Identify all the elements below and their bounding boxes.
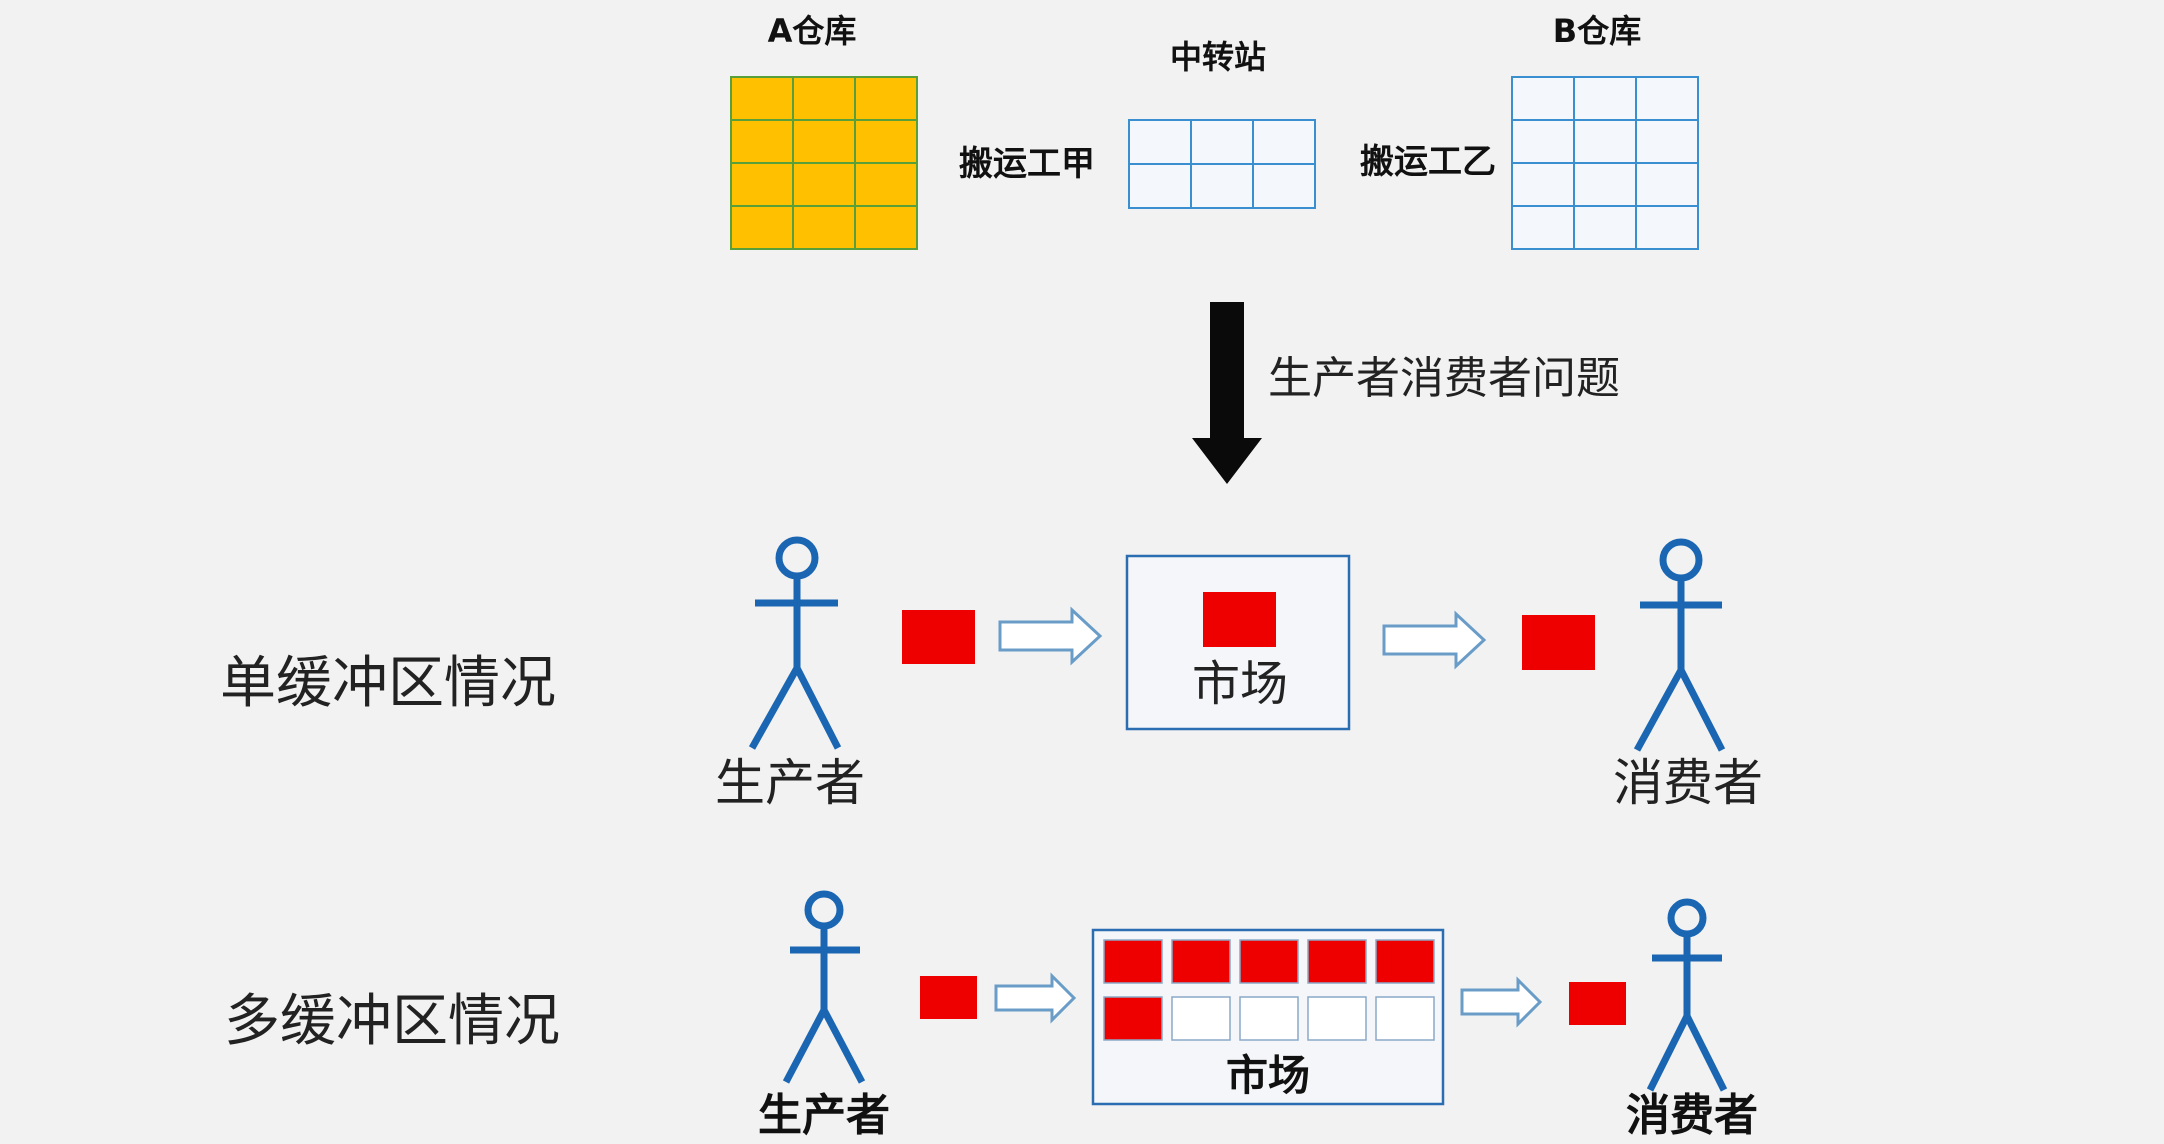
warehouse-a-cell xyxy=(792,76,856,121)
warehouse-a-cell xyxy=(792,119,856,164)
transfer-station-grid xyxy=(1128,119,1316,209)
multi-arrow-to-consumer-icon xyxy=(1460,976,1543,1028)
single-item-consumed xyxy=(1522,615,1595,670)
single-producer-label: 生产者 xyxy=(715,754,865,812)
warehouse-b-label: B仓库 xyxy=(1553,12,1641,50)
warehouse-b-cell xyxy=(1511,205,1575,250)
multi-producer-person-icon xyxy=(782,890,866,1084)
transfer-station-cell xyxy=(1190,163,1254,209)
warehouse-a-cell xyxy=(730,76,794,121)
down-arrow-icon xyxy=(1192,302,1262,484)
single-buffer-title: 单缓冲区情况 xyxy=(220,651,556,716)
producer-person-icon xyxy=(748,536,842,750)
buffer-slot-filled xyxy=(1103,996,1163,1041)
warehouse-a-cell xyxy=(792,162,856,207)
warehouse-b-cell xyxy=(1573,76,1637,121)
warehouse-b-grid xyxy=(1511,76,1699,250)
transfer-station-cell xyxy=(1128,119,1192,165)
single-consumer-label: 消费者 xyxy=(1613,754,1763,812)
warehouse-b-cell xyxy=(1511,162,1575,207)
multi-market-label: 市场 xyxy=(1226,1051,1310,1100)
buffer-slot-empty xyxy=(1239,996,1299,1041)
transfer-station-label: 中转站 xyxy=(1170,38,1266,76)
warehouse-b-cell xyxy=(1635,76,1699,121)
multi-producer-label: 生产者 xyxy=(758,1090,890,1141)
warehouse-a-cell xyxy=(854,119,918,164)
transfer-station-cell xyxy=(1252,119,1316,165)
warehouse-b-cell xyxy=(1511,119,1575,164)
multi-buffer-title: 多缓冲区情况 xyxy=(224,989,560,1054)
single-market-item xyxy=(1203,592,1276,647)
multi-item-consumed xyxy=(1569,982,1626,1025)
porter-b-label: 搬运工乙 xyxy=(1360,142,1496,182)
porter-a-label: 搬运工甲 xyxy=(959,144,1095,184)
warehouse-b-cell xyxy=(1573,162,1637,207)
warehouse-b-cell xyxy=(1573,205,1637,250)
warehouse-b-cell xyxy=(1635,162,1699,207)
buffer-slot-filled xyxy=(1307,939,1367,984)
single-market-label: 市场 xyxy=(1192,656,1288,712)
buffer-slot-empty xyxy=(1307,996,1367,1041)
multi-market-slots xyxy=(1103,939,1435,1041)
transfer-station-cell xyxy=(1252,163,1316,209)
buffer-slot-empty xyxy=(1375,996,1435,1041)
buffer-slot-filled xyxy=(1375,939,1435,984)
warehouse-a-cell xyxy=(792,205,856,250)
multi-consumer-person-icon xyxy=(1646,898,1728,1092)
buffer-slot-filled xyxy=(1171,939,1231,984)
transfer-station-cell xyxy=(1190,119,1254,165)
single-item-produced xyxy=(902,610,975,664)
buffer-slot-filled xyxy=(1103,939,1163,984)
warehouse-a-grid xyxy=(730,76,918,250)
warehouse-b-cell xyxy=(1511,76,1575,121)
warehouse-a-label: A仓库 xyxy=(768,12,857,50)
multi-item-produced xyxy=(920,976,977,1019)
buffer-slot-empty xyxy=(1171,996,1231,1041)
problem-label: 生产者消费者问题 xyxy=(1268,353,1620,404)
consumer-person-icon xyxy=(1633,538,1726,752)
warehouse-a-cell xyxy=(730,205,794,250)
warehouse-a-cell xyxy=(854,76,918,121)
warehouse-a-cell xyxy=(854,205,918,250)
buffer-slot-filled xyxy=(1239,939,1299,984)
warehouse-b-cell xyxy=(1635,119,1699,164)
warehouse-b-cell xyxy=(1573,119,1637,164)
transfer-station-cell xyxy=(1128,163,1192,209)
multi-arrow-to-market-icon xyxy=(994,972,1077,1024)
warehouse-b-cell xyxy=(1635,205,1699,250)
multi-consumer-label: 消费者 xyxy=(1626,1090,1758,1141)
warehouse-a-cell xyxy=(730,119,794,164)
single-arrow-to-market-icon xyxy=(998,606,1103,666)
warehouse-a-cell xyxy=(854,162,918,207)
warehouse-a-cell xyxy=(730,162,794,207)
single-arrow-to-consumer-icon xyxy=(1382,610,1487,670)
